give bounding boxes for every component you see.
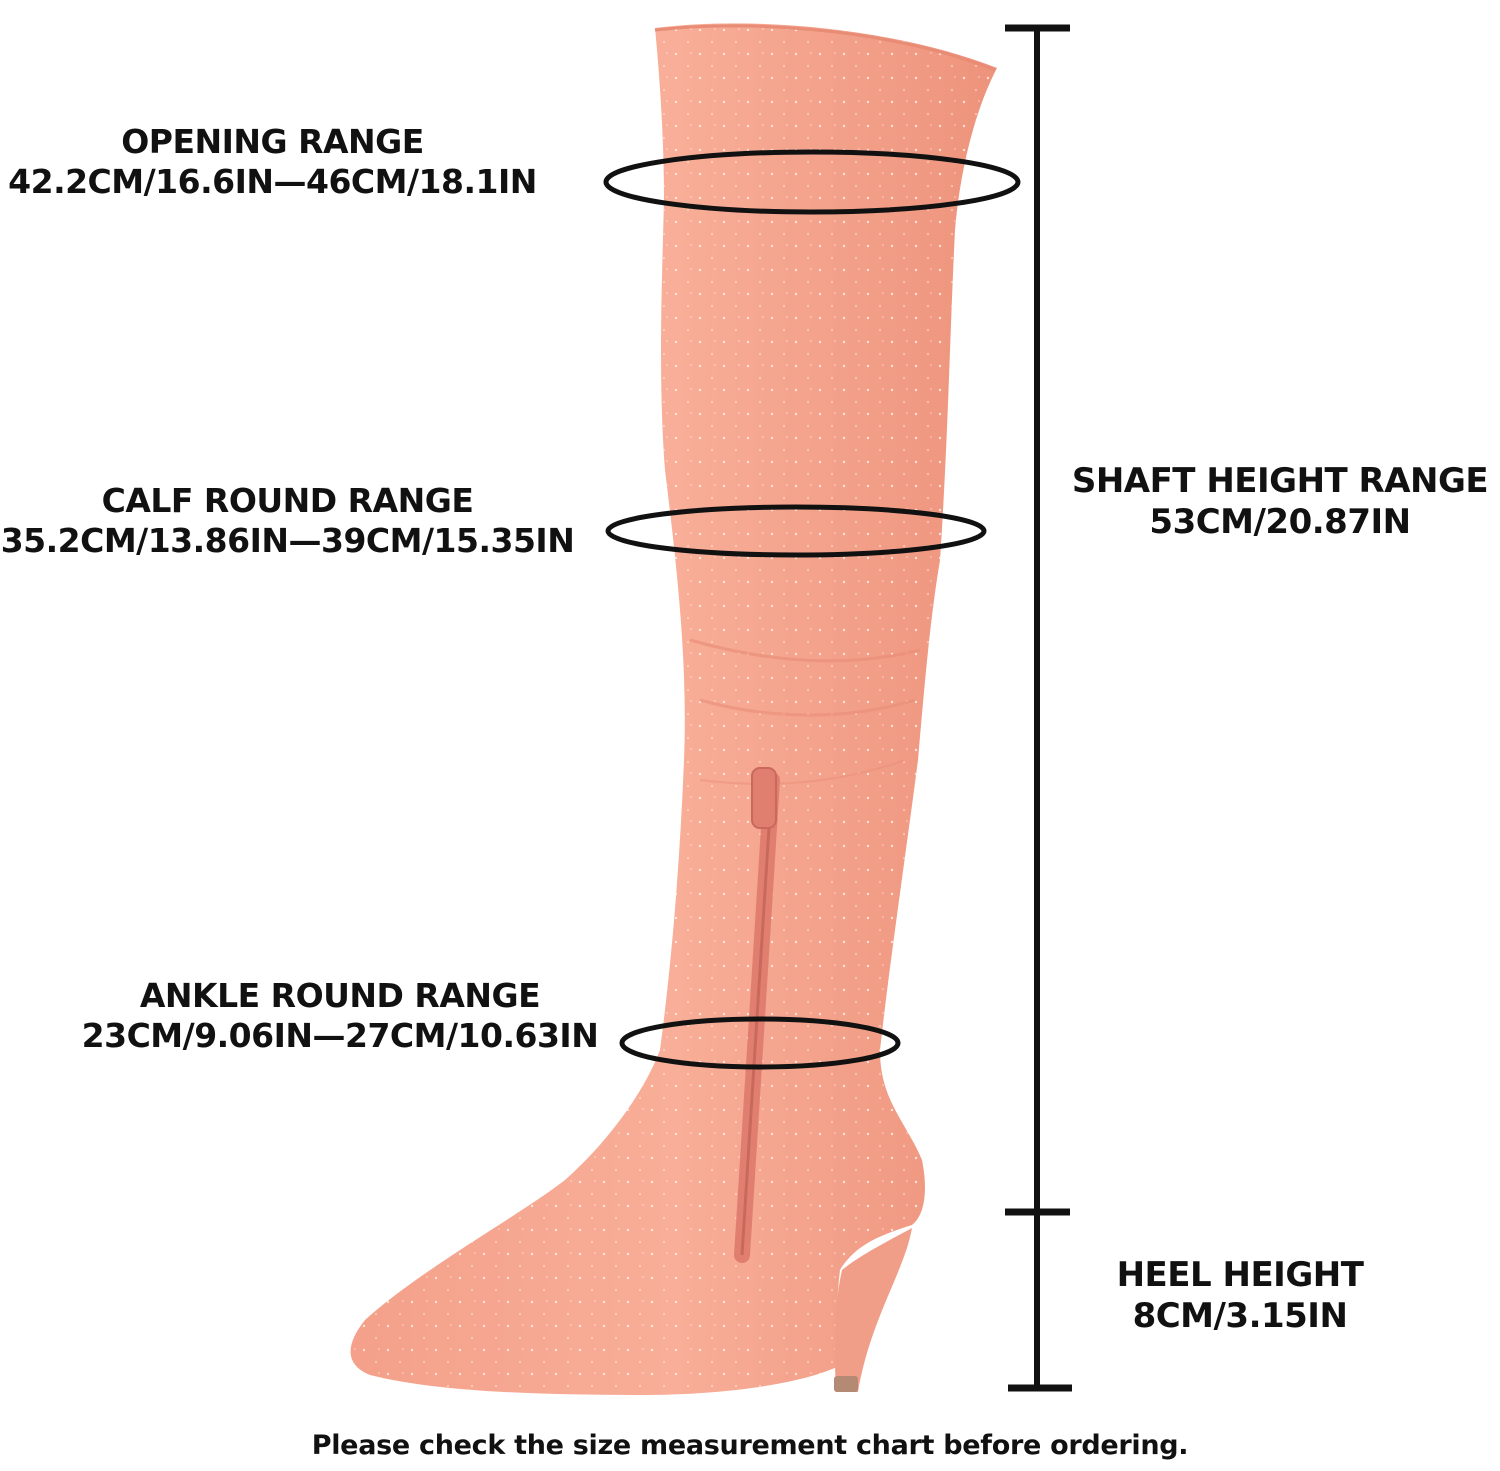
- shaft-height-range-value: 53CM/20.87IN: [1149, 502, 1411, 543]
- shaft-height-ruler: [1005, 24, 1070, 1212]
- heel-height-label: HEEL HEIGHT 8CM/3.15IN: [1090, 1255, 1390, 1338]
- opening-ring: [603, 149, 1021, 215]
- ankle-round-range-label: ANKLE ROUND RANGE 23CM/9.06IN—27CM/10.63…: [60, 976, 620, 1057]
- heel-height-value: 8CM/3.15IN: [1132, 1296, 1348, 1337]
- calf-ring: [605, 504, 987, 558]
- opening-range-label: OPENING RANGE 42.2CM/16.6IN—46CM/18.1IN: [0, 122, 545, 203]
- calf-round-range-label: CALF ROUND RANGE 35.2CM/13.86IN—39CM/15.…: [0, 481, 575, 562]
- ankle-round-range-value: 23CM/9.06IN—27CM/10.63IN: [81, 1016, 599, 1056]
- boot-rim: [654, 24, 996, 72]
- boot-wrinkle: [699, 698, 916, 717]
- boot-icon: [350, 23, 997, 1395]
- shaft-height-range-label: SHAFT HEIGHT RANGE 53CM/20.87IN: [1060, 461, 1500, 544]
- heel-height-ruler: [1005, 1208, 1072, 1392]
- footer-note: Please check the size measurement chart …: [311, 1430, 1189, 1461]
- ankle-round-range-title: ANKLE ROUND RANGE: [139, 976, 541, 1015]
- calf-round-range-title: CALF ROUND RANGE: [101, 481, 474, 520]
- heel-height-title: HEEL HEIGHT: [1116, 1255, 1364, 1295]
- boot-heel: [834, 1228, 912, 1392]
- shaft-height-range-title: SHAFT HEIGHT RANGE: [1071, 461, 1489, 501]
- heel-tip: [834, 1376, 858, 1392]
- opening-range-title: OPENING RANGE: [121, 122, 424, 161]
- calf-round-range-value: 35.2CM/13.86IN—39CM/15.35IN: [0, 521, 575, 561]
- opening-range-value: 42.2CM/16.6IN—46CM/18.1IN: [8, 162, 537, 202]
- zipper-pull: [751, 767, 777, 829]
- boot-wrinkle: [699, 759, 906, 785]
- boot-wrinkle: [689, 638, 921, 663]
- ankle-ring: [619, 1016, 901, 1070]
- boot-texture: [350, 23, 997, 1395]
